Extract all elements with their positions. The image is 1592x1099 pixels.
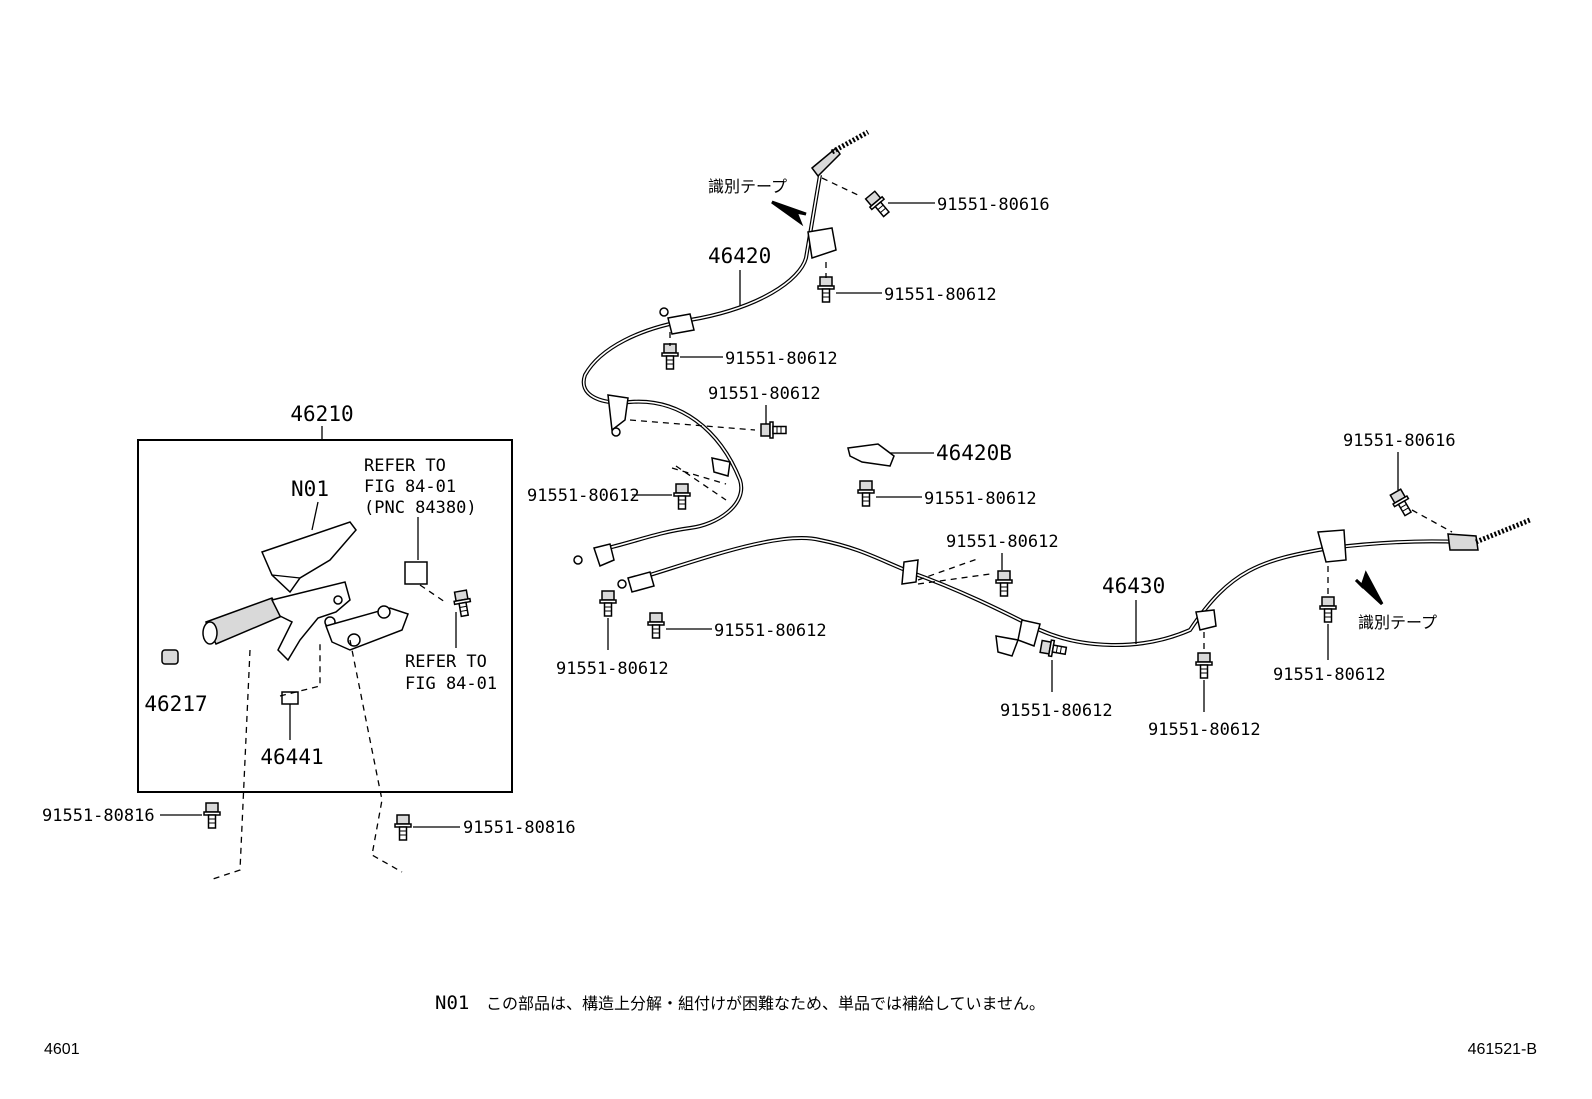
footnote-text: この部品は、構造上分解・組付けが困難なため、単品では補給していません。 xyxy=(486,994,1045,1013)
bolt-label-80612-f: 91551-80612 xyxy=(556,659,669,679)
bolt-label-80612-h: 91551-80612 xyxy=(946,532,1059,552)
bolt-label-80616-top: 91551-80616 xyxy=(937,195,1050,215)
bolt-label-80612-j: 91551-80612 xyxy=(1148,720,1261,740)
bolt-lower-right xyxy=(394,814,412,841)
cable-label-46420: 46420 xyxy=(708,244,771,268)
cable-end-46420 xyxy=(810,129,870,178)
bolt-label-80612-k: 91551-80612 xyxy=(1273,665,1386,685)
lever-cover xyxy=(260,521,357,594)
part-n01: N01 xyxy=(291,477,329,501)
callout-46210: 46210 xyxy=(290,402,353,426)
bolt-label-80612-b: 91551-80612 xyxy=(725,349,838,369)
refer-2-line-1: REFER TO xyxy=(405,652,487,672)
switch xyxy=(281,691,299,705)
footnote-code: N01 xyxy=(435,992,469,1014)
refer-1-line-2: FIG 84-01 xyxy=(364,477,456,497)
bolt-label-80612-g: 91551-80612 xyxy=(714,621,827,641)
sensor xyxy=(404,561,428,585)
id-tape-label-top: 識別テープ xyxy=(708,177,787,196)
clamp-46420b xyxy=(847,443,895,467)
id-tape-arrow-right xyxy=(1354,570,1384,606)
bolt-label-80612-i: 91551-80612 xyxy=(1000,701,1113,721)
cable-label-46430: 46430 xyxy=(1102,574,1165,598)
assembly-box xyxy=(137,439,513,793)
bolt-label-80612-e: 91551-80612 xyxy=(924,489,1037,509)
bolt-label-80612-c: 91551-80612 xyxy=(708,384,821,404)
lever-body xyxy=(202,581,409,662)
refer-1-line-1: REFER TO xyxy=(364,456,446,476)
refer-2-line-2: FIG 84-01 xyxy=(405,674,497,694)
bolt-label-80816-left: 91551-80816 xyxy=(42,806,155,826)
bolt-lower-left xyxy=(203,802,221,829)
corner-left-code: 4601 xyxy=(44,1041,80,1058)
corner-right-code: 461521-B xyxy=(1468,1041,1537,1058)
bolt-label-80612-d: 91551-80612 xyxy=(527,486,640,506)
bolt-label-80816-right: 91551-80816 xyxy=(463,818,576,838)
cable-end-46430 xyxy=(1447,517,1531,551)
id-tape-arrow-top xyxy=(771,200,807,227)
bolt-label-80612-a: 91551-80612 xyxy=(884,285,997,305)
id-tape-label-right: 識別テープ xyxy=(1358,613,1437,632)
clamp-label-46420b: 46420B xyxy=(936,441,1012,465)
part-46441: 46441 xyxy=(260,745,323,769)
knob xyxy=(161,649,179,665)
bolt-label-80616-right: 91551-80616 xyxy=(1343,431,1456,451)
refer-1-line-3: (PNC 84380) xyxy=(364,498,477,518)
part-46217: 46217 xyxy=(144,692,207,716)
